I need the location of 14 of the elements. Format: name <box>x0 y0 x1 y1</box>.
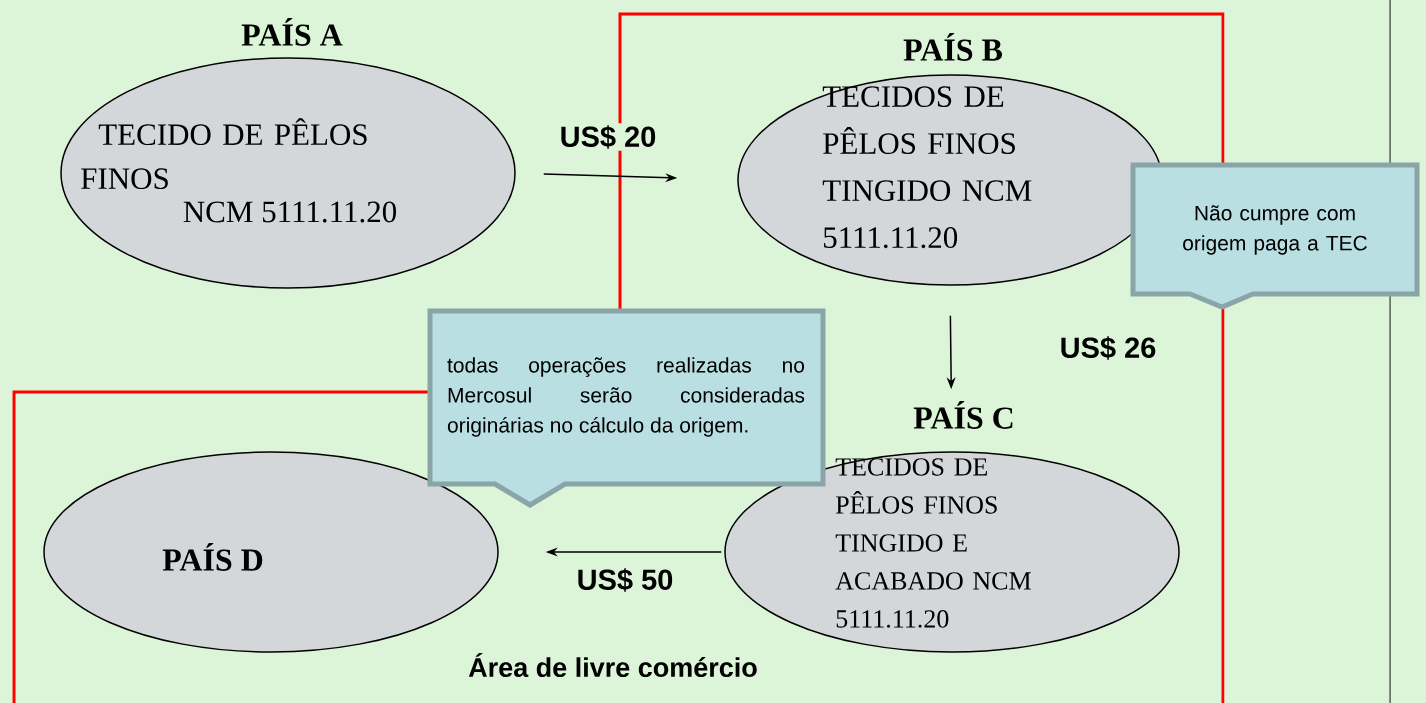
country-heading: PAÍS D <box>162 543 263 571</box>
country-heading: PAÍS C <box>913 401 1013 429</box>
edge-label: US$ 50 <box>574 566 676 594</box>
edge-label: US$ 26 <box>1057 334 1159 362</box>
country-heading: PAÍS B <box>903 33 1002 61</box>
code-label: NCM 5111.11.20 <box>183 201 397 223</box>
product-label: TECIDOS DE PÊLOS FINOS TINGIDO E ACABADO NCM 5111.11.20 <box>835 458 1031 628</box>
callout-box: todas operações realizadas no Mercosul serão consideradas originárias no cálculo da origem. <box>427 308 826 508</box>
region-label: Área de livre comércio <box>468 652 757 678</box>
product-label: TECIDO DE PÊLOS FINOS <box>81 118 367 190</box>
edge-label: US$ 20 <box>557 123 659 151</box>
callout-box: Não cumpre com origem paga a TEC <box>1130 162 1420 310</box>
product-label: TECIDOS DE PÊLOS FINOS TINGIDO NCM 5111.11.20 <box>822 86 1032 249</box>
country-heading: PAÍS A <box>241 18 343 46</box>
